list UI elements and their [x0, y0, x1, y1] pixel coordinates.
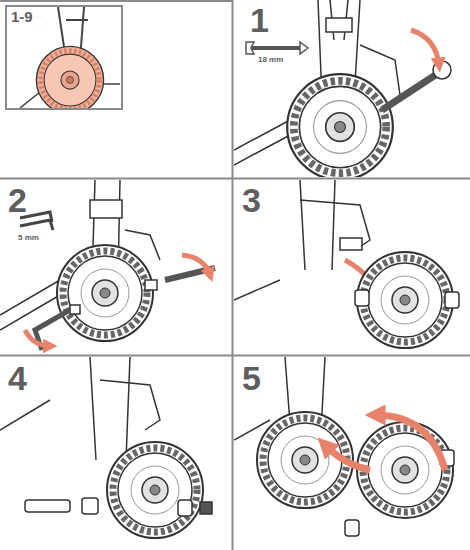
step-number: 5	[242, 360, 261, 397]
step-number: 2	[8, 182, 27, 219]
inset-label: 1-9	[11, 9, 33, 26]
tool-size: 5 mm	[18, 234, 39, 243]
tool-size: 18 mm	[258, 56, 283, 65]
step-number: 3	[242, 182, 261, 219]
inset-frame: 1-9	[5, 5, 123, 110]
step-number: 1	[250, 2, 269, 39]
step-number: 4	[8, 360, 27, 397]
